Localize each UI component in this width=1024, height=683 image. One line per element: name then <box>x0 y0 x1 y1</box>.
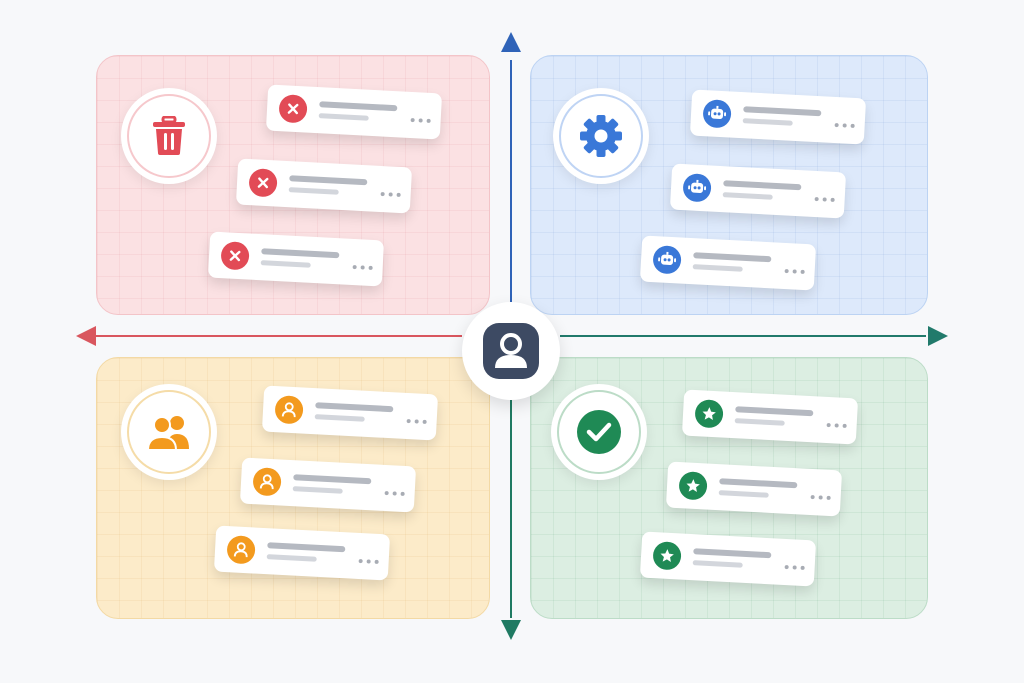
user-icon <box>274 395 304 425</box>
list-item[interactable] <box>689 89 867 145</box>
user-icon <box>252 467 282 497</box>
robot-icon <box>702 99 732 129</box>
arrow-left <box>76 326 96 346</box>
center-avatar[interactable] <box>462 302 560 400</box>
x-icon <box>278 94 308 124</box>
list-item[interactable] <box>239 457 417 513</box>
list-item[interactable] <box>261 385 439 441</box>
robot-icon <box>652 245 682 275</box>
more-icon[interactable] <box>784 564 805 571</box>
list-item[interactable] <box>213 525 391 581</box>
more-icon[interactable] <box>826 422 847 429</box>
users-badge <box>121 384 217 480</box>
star-icon <box>694 399 724 429</box>
star-icon <box>678 471 708 501</box>
list-item[interactable] <box>665 461 843 517</box>
star-icon <box>652 541 682 571</box>
arrow-down <box>501 620 521 640</box>
more-icon[interactable] <box>352 264 373 271</box>
quadrant-bottom-left <box>96 357 490 619</box>
arrow-right <box>928 326 948 346</box>
list-item[interactable] <box>639 235 817 291</box>
x-icon <box>248 168 278 198</box>
quadrant-top-left <box>96 55 490 315</box>
list-item[interactable] <box>235 158 413 214</box>
gear-badge <box>553 88 649 184</box>
more-icon[interactable] <box>380 191 401 198</box>
more-icon[interactable] <box>384 490 405 497</box>
x-icon <box>220 241 250 271</box>
user-avatar-icon <box>483 323 539 379</box>
list-item[interactable] <box>265 84 443 140</box>
more-icon[interactable] <box>406 418 427 425</box>
more-icon[interactable] <box>784 268 805 275</box>
list-item[interactable] <box>669 163 847 219</box>
quadrant-top-right <box>530 55 928 315</box>
more-icon[interactable] <box>810 494 831 501</box>
list-item[interactable] <box>207 231 385 287</box>
list-item[interactable] <box>681 389 859 445</box>
more-icon[interactable] <box>358 558 379 565</box>
more-icon[interactable] <box>834 122 855 129</box>
trash-badge <box>121 88 217 184</box>
more-icon[interactable] <box>410 117 431 124</box>
quadrant-bottom-right <box>530 357 928 619</box>
user-icon <box>226 535 256 565</box>
more-icon[interactable] <box>814 196 835 203</box>
robot-icon <box>682 173 712 203</box>
arrow-up <box>501 32 521 52</box>
check-badge <box>551 384 647 480</box>
list-item[interactable] <box>639 531 817 587</box>
